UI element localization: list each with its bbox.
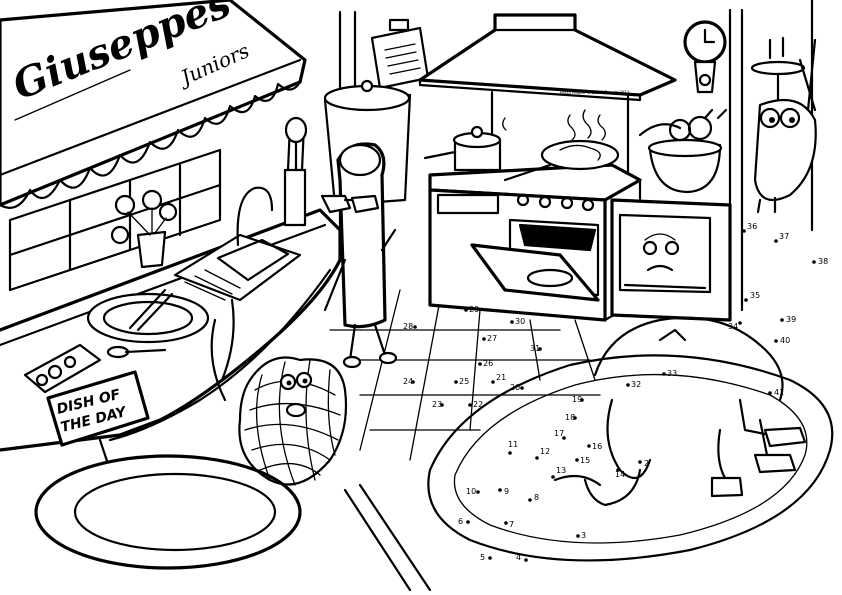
dot-number-label: 37: [779, 232, 789, 241]
pasta-character: [322, 144, 396, 367]
dot-point: [411, 380, 415, 384]
clipboard: [372, 20, 428, 88]
dot-number-label: 32: [631, 380, 641, 389]
spaghetti-character: [212, 300, 346, 485]
shop-window: [10, 150, 220, 290]
dot-point: [504, 521, 508, 525]
dot-point: [476, 490, 480, 494]
dot-number-label: 34: [728, 322, 738, 331]
dot-number-label: 10: [466, 487, 476, 496]
dot-point: [774, 339, 778, 343]
kitchen-counter: [0, 118, 340, 450]
dot-number-label: 11: [508, 440, 518, 449]
dot-number-label: 19: [572, 395, 582, 404]
dot-number-label: 12: [540, 447, 550, 456]
dot-point: [491, 380, 495, 384]
dot-point: [780, 318, 784, 322]
dot-point: [738, 321, 742, 325]
dot-point: [466, 520, 470, 524]
dot-point: [498, 488, 502, 492]
rug: [428, 355, 832, 560]
dot-number-label: 36: [747, 222, 757, 231]
dot-number-label: 40: [780, 336, 790, 345]
dot-point: [464, 308, 468, 312]
dot-number-label: 28: [403, 322, 413, 331]
awning: Giuseppes Juniors: [0, 0, 305, 208]
dot-number-label: 17: [554, 429, 564, 438]
doorway: [752, 38, 816, 212]
dot-point: [454, 380, 458, 384]
dot-number-label: 31: [530, 344, 540, 353]
dot-number-label: 25: [459, 377, 469, 386]
dishwasher: [612, 200, 730, 320]
dot-number-label: 15: [580, 456, 590, 465]
dot-point: [587, 444, 591, 448]
dot-point: [768, 391, 772, 395]
dot-number-label: 14: [615, 470, 625, 479]
dot-point: [510, 320, 514, 324]
hood-credit-text: Pasta People © David Bonett 2013: [560, 90, 630, 95]
dot-number-label: 13: [556, 466, 566, 475]
dot-number-label: 35: [750, 291, 760, 300]
dot-point: [524, 558, 528, 562]
dot-point: [774, 239, 778, 243]
dot-number-label: 16: [592, 442, 602, 451]
dot-point: [562, 436, 566, 440]
dot-point: [538, 347, 542, 351]
stove-oven: [425, 127, 640, 320]
dot-number-label: 29: [469, 305, 479, 314]
dot-point: [638, 460, 642, 464]
dot-number-label: 3: [581, 531, 586, 540]
dot-number-label: 5: [480, 553, 485, 562]
dot-number-label: 9: [504, 487, 509, 496]
dot-number-label: 38: [818, 257, 828, 266]
dot-point: [575, 458, 579, 462]
dot-point: [413, 325, 417, 329]
dot-number-label: 22: [473, 400, 483, 409]
dot-point: [812, 260, 816, 264]
dot-number-label: 7: [509, 520, 514, 529]
dot-point: [744, 298, 748, 302]
dot-point: [576, 534, 580, 538]
dot-number-label: 24: [403, 377, 413, 386]
fruit-bowl: [640, 110, 726, 192]
dot-number-label: 2: [644, 459, 649, 468]
dot-point: [468, 403, 472, 407]
wall-clock: [685, 22, 725, 92]
dot-point: [551, 475, 555, 479]
dot-number-label: 23: [432, 400, 442, 409]
dot-number-label: 41: [774, 388, 784, 397]
dot-number-label: 33: [667, 369, 677, 378]
dot-point: [662, 372, 666, 376]
dot-point: [580, 398, 584, 402]
dot-number-label: 18: [565, 413, 575, 422]
dot-point: [488, 556, 492, 560]
dot-point: [520, 386, 524, 390]
dot-point: [626, 383, 630, 387]
dot-point: [742, 229, 746, 233]
dot-point: [616, 468, 620, 472]
dot-number-label: 6: [458, 517, 463, 526]
dot-number-label: 26: [483, 359, 493, 368]
dot-point: [573, 416, 577, 420]
dot-point: [528, 498, 532, 502]
dot-number-label: 21: [496, 373, 506, 382]
dot-number-label: 8: [534, 493, 539, 502]
foreground-plate: [36, 456, 430, 590]
dot-point: [478, 362, 482, 366]
dot-number-label: 39: [786, 315, 796, 324]
dish-of-the-day-sign: DISH OF THE DAY: [48, 372, 148, 470]
dot-point: [440, 403, 444, 407]
partial-animal-outline: [555, 318, 805, 505]
range-hood: Pasta People © David Bonett 2013: [420, 15, 675, 180]
dot-number-label: 27: [487, 334, 497, 343]
dot-number-label: 20: [510, 383, 520, 392]
dot-number-label: 30: [515, 317, 525, 326]
dot-number-label: 4: [516, 553, 521, 562]
dot-point: [482, 337, 486, 341]
dot-point: [508, 451, 512, 455]
dot-point: [535, 456, 539, 460]
